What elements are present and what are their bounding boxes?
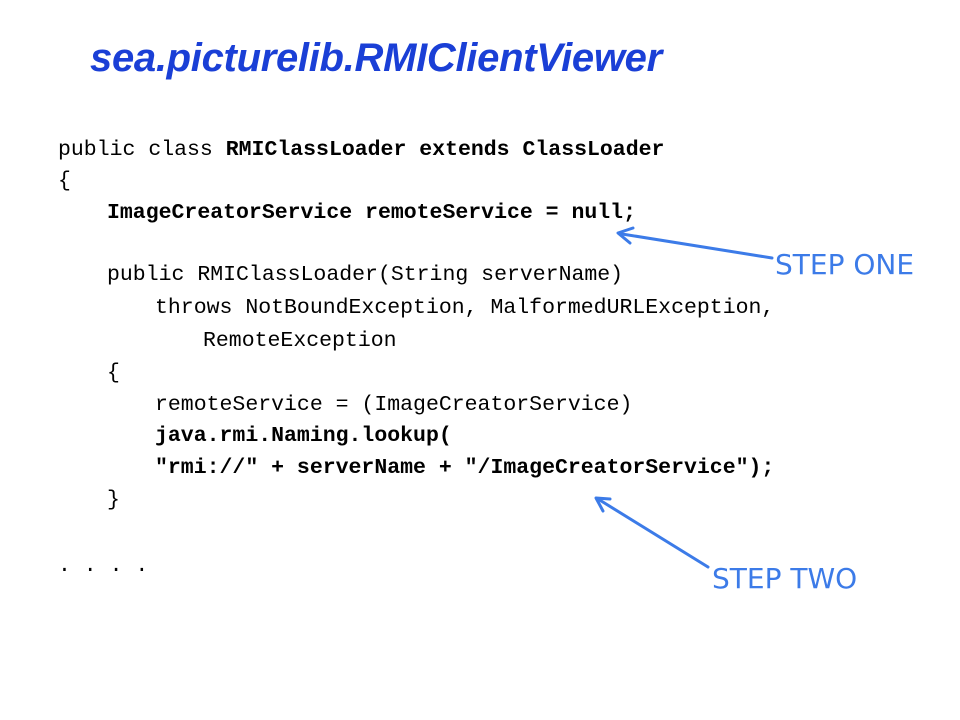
code-line-class-declaration: public class RMIClassLoader extends Clas… — [58, 135, 664, 165]
code-line-field-declaration: ImageCreatorService remoteService = null… — [107, 201, 636, 225]
step-two-label: STEP TWO — [712, 562, 858, 595]
step-two-arrow — [596, 497, 710, 569]
step-two-arrowhead-icon — [594, 496, 612, 513]
slide-title: sea.picturelib.RMIClientViewer — [90, 36, 662, 80]
code-line-lookup-call: java.rmi.Naming.lookup( — [155, 424, 452, 448]
code-line-assignment: remoteService = (ImageCreatorService) — [155, 393, 633, 417]
step-one-label: STEP ONE — [775, 248, 915, 281]
code-line-constructor-close-brace: } — [107, 488, 120, 512]
code-line-open-brace: { — [58, 169, 71, 193]
code-line-constructor: public RMIClassLoader(String serverName) — [107, 263, 624, 287]
code-keywords: public class — [58, 138, 226, 162]
code-line-remote-exception: RemoteException — [203, 329, 397, 353]
step-one-arrow — [620, 232, 774, 260]
code-line-lookup-url: "rmi://" + serverName + "/ImageCreatorSe… — [155, 456, 775, 480]
code-line-constructor-open-brace: { — [107, 361, 120, 385]
code-class-signature: RMIClassLoader extends ClassLoader — [225, 138, 665, 162]
code-line-throws: throws NotBoundException, MalformedURLEx… — [155, 296, 775, 320]
step-one-arrowhead-icon — [616, 226, 635, 245]
code-line-ellipsis: . . . . — [58, 554, 149, 578]
